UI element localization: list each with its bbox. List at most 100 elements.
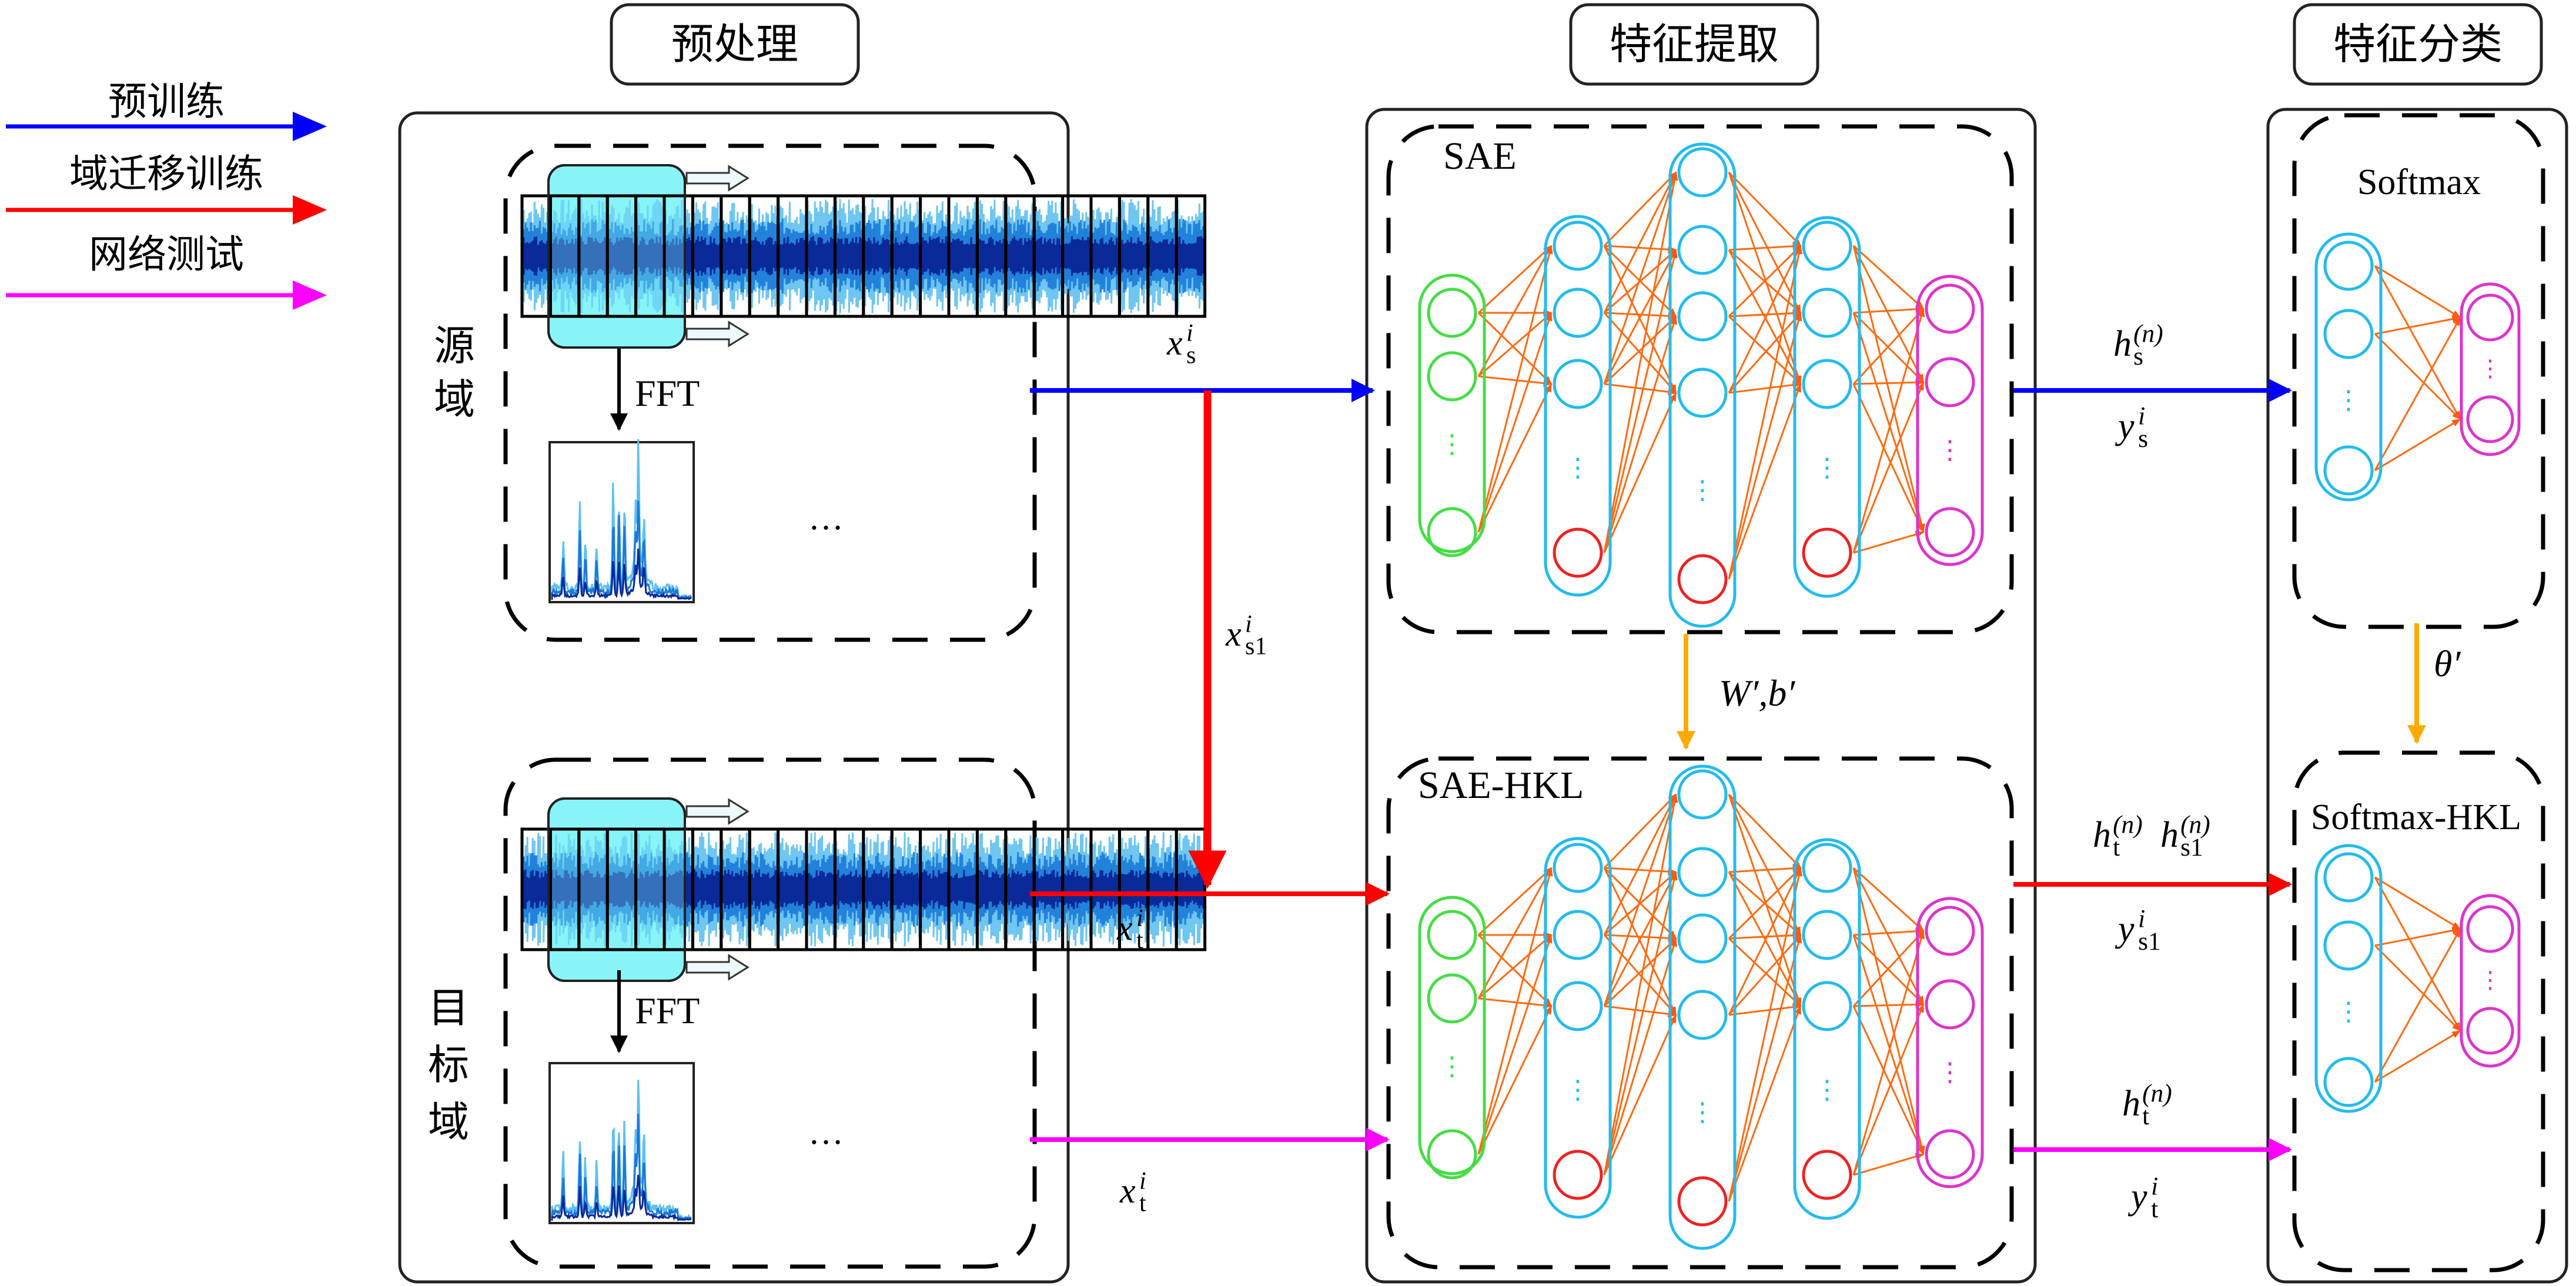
bias-node — [1677, 1176, 1728, 1227]
connection-edge — [1604, 871, 1677, 936]
connection-edge — [1603, 1014, 1677, 1175]
neuron-node — [2466, 905, 2514, 953]
connection-edge — [2374, 877, 2461, 1032]
math-label-text: h(n)s1 — [2160, 810, 2210, 861]
connection-edge — [1478, 312, 1553, 378]
label-h-t-test: h(n)t — [2122, 1079, 2172, 1130]
connection-edge — [1852, 867, 1925, 1155]
sae-network: ⋮⋮⋮⋮⋮ — [1418, 142, 1984, 628]
connection-edge — [2374, 944, 2461, 1032]
connection-edge — [1478, 997, 1553, 1009]
connection-edge — [1728, 934, 1802, 1016]
connection-edge — [1603, 937, 1677, 1175]
hidden-1-layer-outline — [1544, 837, 1612, 1219]
label-h-s: h(n)s — [2113, 319, 2163, 370]
input-layer-outline — [1418, 896, 1486, 1175]
math-subscript: t — [1136, 927, 1143, 954]
neuron-node — [1925, 357, 1975, 407]
connection-edge — [1852, 867, 1925, 932]
header-preprocess: 预处理 — [610, 3, 860, 86]
math-base: x — [1166, 323, 1183, 362]
connection-edge — [1728, 172, 1802, 385]
math-base: h — [2093, 815, 2111, 855]
neuron-node — [1802, 981, 1852, 1031]
softmax-hkl-network: ⋮⋮ — [2314, 844, 2521, 1113]
connection-edge — [1728, 864, 1802, 873]
connection-edge — [1728, 312, 1802, 394]
math-base: h — [2122, 1084, 2140, 1124]
math-label-text: h(n)s — [2113, 319, 2163, 370]
vertical-ellipsis-icon: ⋮ — [1565, 1075, 1591, 1105]
connection-edge — [1477, 245, 1553, 314]
math-subscript: t — [2142, 1102, 2149, 1130]
bias-node — [1553, 527, 1603, 578]
legend-item-test: 网络测试 — [6, 232, 327, 310]
connection-edge — [1728, 381, 1802, 394]
connection-edge — [1604, 934, 1677, 942]
connection-edge — [1477, 245, 1553, 533]
math-subscript: s1 — [2180, 833, 2203, 861]
connection-edge — [1728, 383, 1802, 580]
neuron-node — [1427, 351, 1477, 402]
sliding-window-tint — [548, 829, 685, 950]
hidden-1-layer-outline — [1544, 215, 1612, 597]
input-layer-outline — [1418, 273, 1486, 553]
neuron-node — [1925, 507, 1975, 557]
vertical-ellipsis-icon: ⋮ — [1690, 1097, 1715, 1127]
connection-edge — [1603, 171, 1677, 247]
vertical-ellipsis-icon: ⋮ — [2336, 385, 2361, 415]
math-subscript: t — [1139, 1190, 1146, 1217]
math-subscript: t — [2151, 1195, 2158, 1223]
sliding-window-outline — [547, 164, 686, 349]
softmax-output-layer-outline — [2460, 894, 2521, 1068]
connection-edge — [1853, 531, 1925, 554]
flow-param-transfer-softmax: θ′ — [2407, 623, 2461, 744]
connection-edge — [1477, 312, 1553, 533]
neuron-node — [1677, 291, 1728, 342]
neuron-node — [1677, 769, 1728, 820]
connection-edge — [2374, 315, 2461, 335]
connection-edge — [1603, 793, 1677, 936]
math-superscript: (n) — [2133, 319, 2163, 348]
math-subscript: s — [2133, 342, 2143, 370]
neuron-node — [1802, 910, 1852, 960]
connection-edge — [1477, 934, 1553, 1007]
connection-edge — [1852, 1003, 1925, 1175]
neuron-node — [2323, 309, 2374, 359]
connection-edge — [1477, 245, 1553, 377]
connection-edge — [2374, 265, 2461, 319]
softmax-input-layer-outline — [2314, 844, 2383, 1113]
sliding-window-tint — [548, 196, 685, 316]
connection-edge — [1477, 383, 1553, 533]
output-layer-outline — [1916, 897, 1984, 1188]
connection-edge — [2374, 927, 2461, 947]
neuron-node — [2323, 241, 2374, 291]
spectrum-frame — [548, 1062, 695, 1224]
connection-edge — [1728, 309, 1802, 318]
header-preprocess-label: 预处理 — [671, 19, 798, 69]
header-feature-classification-box — [2293, 3, 2543, 86]
connection-edge — [1728, 315, 1802, 385]
transfer-arrowhead-icon — [293, 195, 327, 225]
vertical-ellipsis-icon: ⋮ — [1814, 453, 1840, 483]
window-shift-arrow-icon — [685, 798, 750, 825]
header-feature-extraction: 特征提取 — [1569, 3, 1819, 86]
signal-segment — [1175, 827, 1207, 951]
softmax-input-layer-outline — [2314, 232, 2383, 502]
connection-edge — [1603, 315, 1677, 553]
flow-param-transfer-sae: W′,b′ — [1677, 634, 1795, 750]
connection-edge — [1603, 871, 1678, 1175]
connection-edge — [1728, 249, 1802, 385]
connection-edge — [1852, 383, 1925, 533]
connection-edge — [1603, 937, 1677, 1007]
source-domain-label: 源 域 — [434, 322, 475, 423]
connection-edge — [1477, 867, 1553, 1155]
